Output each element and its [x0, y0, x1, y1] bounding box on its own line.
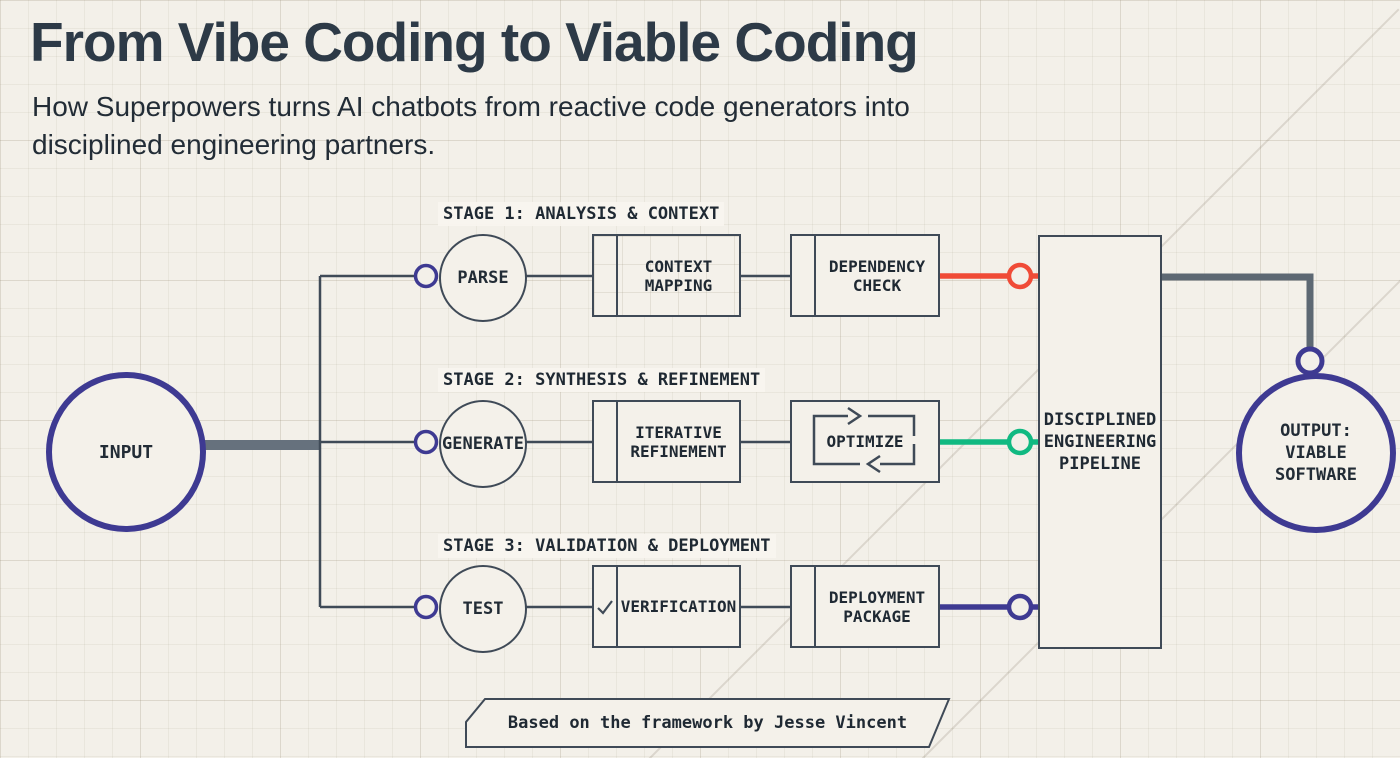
stage3-test-node: TEST: [439, 565, 527, 653]
box-stripe: [594, 567, 618, 646]
pipeline-label-line: DISCIPLINED: [1043, 410, 1157, 430]
pipeline-label-line: PIPELINE: [1059, 454, 1141, 474]
subtitle-line: disciplined engineering partners.: [32, 129, 436, 160]
box-stripe: [594, 236, 618, 315]
generate-label: GENERATE: [442, 434, 524, 454]
stage2-generate-node: GENERATE: [439, 400, 527, 488]
box-label-line: CHECK: [852, 275, 902, 295]
check-icon: [597, 599, 613, 615]
box-label-line: OPTIMIZE: [826, 432, 904, 451]
connector-ring-indigo: [1006, 593, 1034, 621]
box-stripe: [594, 402, 618, 481]
box-label-line: ITERATIVE: [635, 422, 722, 442]
box-label-line: REFINEMENT: [630, 441, 727, 461]
connector-ring: [413, 594, 439, 620]
connector-ring-green: [1006, 428, 1034, 456]
box-label-line: MAPPING: [644, 275, 713, 295]
disciplined-engineering-pipeline-box: DISCIPLINED ENGINEERING PIPELINE: [1038, 235, 1162, 649]
box-label-line: PACKAGE: [843, 606, 911, 626]
box-label-line: DEPLOYMENT: [828, 587, 926, 607]
output-node: OUTPUT: VIABLE SOFTWARE: [1236, 373, 1396, 533]
optimize-box: OPTIMIZE: [790, 400, 940, 483]
parse-label: PARSE: [457, 268, 509, 288]
credit-banner-text: Based on the framework by Jesse Vincent: [507, 713, 908, 733]
connector-ring: [413, 263, 439, 289]
loop-arrows-icon: [812, 406, 916, 474]
verification-box: VERIFICATION: [592, 565, 741, 648]
iterative-refinement-box: ITERATIVE REFINEMENT: [592, 400, 741, 483]
deployment-package-box: DEPLOYMENT PACKAGE: [790, 565, 940, 648]
page-subtitle: How Superpowers turns AI chatbots from r…: [32, 88, 910, 164]
box-label-line: CONTEXT: [644, 256, 713, 276]
box-stripe: [792, 567, 816, 646]
dependency-check-box: DEPENDENCY CHECK: [790, 234, 940, 317]
stage1-label: STAGE 1: ANALYSIS & CONTEXT: [438, 202, 725, 226]
subtitle-line: How Superpowers turns AI chatbots from r…: [32, 91, 910, 122]
input-label: INPUT: [98, 441, 154, 463]
test-label: TEST: [462, 599, 504, 619]
output-label-line: OUTPUT:: [1280, 421, 1352, 441]
input-node: INPUT: [46, 372, 206, 532]
pipeline-to-output-line: [1162, 273, 1314, 348]
box-label-line: VERIFICATION: [620, 597, 737, 616]
box-stripe: [792, 236, 816, 315]
output-connector-ring: [1295, 346, 1325, 376]
connector-ring-red: [1006, 262, 1034, 290]
output-label-line: SOFTWARE: [1275, 465, 1357, 485]
stage1-parse-node: PARSE: [439, 234, 527, 322]
context-mapping-box: CONTEXT MAPPING: [592, 234, 741, 317]
box-label-line: DEPENDENCY: [828, 256, 926, 276]
credit-banner-ribbon: [465, 698, 951, 748]
stage3-label: STAGE 3: VALIDATION & DEPLOYMENT: [438, 534, 776, 558]
page-title: From Vibe Coding to Viable Coding: [30, 11, 919, 73]
pipeline-label-line: ENGINEERING: [1043, 432, 1157, 452]
stage2-label: STAGE 2: SYNTHESIS & REFINEMENT: [438, 368, 766, 392]
connector-ring: [413, 429, 439, 455]
output-label-line: VIABLE: [1285, 443, 1347, 463]
